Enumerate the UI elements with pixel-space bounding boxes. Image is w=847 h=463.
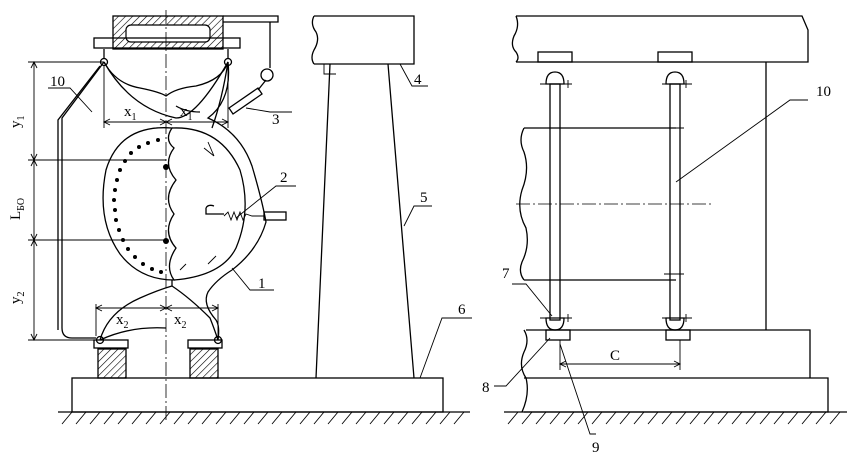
column-detail — [323, 64, 336, 75]
tension-rod-10-outer — [57, 65, 101, 330]
top-bracket — [223, 15, 279, 23]
drum-tick-bottom — [179, 263, 187, 271]
right-top-break — [511, 15, 519, 63]
label-x1-left: x1 — [124, 104, 137, 123]
column-break — [311, 15, 319, 65]
top-beam-flange — [93, 37, 241, 49]
left-support-cap — [93, 339, 129, 349]
label-5: 5 — [420, 190, 428, 206]
upper-clamp-lower — [103, 61, 229, 119]
label-x2-left: x2 — [116, 312, 129, 331]
leader-8 — [494, 337, 551, 387]
rod-left — [549, 83, 561, 321]
spring-anchor — [263, 211, 287, 221]
column-head-4 — [314, 15, 415, 65]
right-top-pad-right — [657, 51, 693, 63]
leader-4 — [399, 63, 428, 87]
leader-6 — [419, 317, 472, 379]
labels: 10 3 2 1 4 5 6 10 7 8 9 x1 x1 x2 x2 y1 L… — [8, 72, 831, 456]
hook-top-left — [545, 71, 565, 85]
label-8: 8 — [482, 380, 490, 396]
dimension-y-left — [28, 60, 166, 342]
label-3: 3 — [272, 112, 280, 128]
label-2: 2 — [280, 170, 288, 186]
base-plate — [71, 377, 444, 413]
leader-2 — [235, 185, 296, 219]
column-body-5 — [315, 63, 415, 379]
dotted-arc — [112, 138, 163, 274]
label-y2: y2 — [8, 292, 27, 305]
tension-rod-10 — [61, 61, 105, 339]
label-10-left: 10 — [50, 74, 65, 90]
frame-arm-right — [211, 61, 229, 129]
label-x2-right: x2 — [174, 312, 187, 331]
center-point-lower — [163, 238, 169, 244]
pivot-bottom-right — [213, 335, 223, 345]
ground-hatch-left — [58, 411, 470, 425]
right-support-cap — [187, 339, 223, 349]
right-top-pad-left — [537, 51, 573, 63]
actuator-rod — [257, 79, 267, 91]
frame-arc-right — [206, 61, 267, 271]
label-9: 9 — [592, 440, 600, 456]
right-support-block — [189, 348, 219, 379]
drum-right-half — [171, 127, 246, 281]
leader-10-right — [675, 99, 808, 183]
leader-9 — [559, 343, 596, 435]
dimension-x1 — [102, 66, 230, 128]
right-platform — [526, 329, 811, 378]
right-base — [524, 377, 829, 413]
drum-side-break — [519, 127, 528, 281]
label-x1-right: x1 — [180, 104, 193, 123]
label-6: 6 — [458, 302, 466, 318]
leader-7 — [512, 283, 553, 317]
hanger-ball — [260, 68, 274, 82]
drum-left-half — [102, 127, 177, 281]
right-view — [494, 15, 847, 435]
label-lbo: LБО — [8, 198, 27, 220]
left-support-block — [97, 348, 127, 379]
pivot-top-right — [223, 57, 233, 67]
hook-top-right — [665, 71, 685, 85]
leader-3 — [245, 107, 292, 113]
label-c: C — [610, 348, 620, 364]
frame-lower-right — [205, 269, 233, 341]
lower-clamp — [99, 285, 219, 341]
spring-hook — [205, 204, 224, 215]
bottom-pad-left — [545, 329, 571, 341]
label-1: 1 — [258, 276, 266, 292]
right-top-beam — [516, 15, 809, 63]
rod-right — [669, 83, 681, 321]
hook-top-pins — [540, 80, 692, 88]
drum-side-edges — [524, 127, 676, 281]
right-base-break — [520, 329, 528, 413]
left-view — [28, 10, 472, 425]
ground-hatch-right — [504, 411, 847, 425]
bottom-pad-right — [665, 329, 691, 341]
leader-10-left — [48, 87, 93, 113]
drum-tick-upper — [203, 141, 215, 157]
label-y1: y1 — [8, 116, 27, 129]
hook-bottom-pins — [540, 314, 692, 322]
label-7: 7 — [502, 266, 510, 282]
leader-5 — [403, 205, 432, 227]
rod-clamps — [664, 124, 684, 280]
top-beam-inner — [125, 24, 211, 43]
lower-clamp-inner — [99, 327, 167, 341]
actuator-3 — [228, 87, 263, 115]
drum-tick-lower — [207, 255, 217, 265]
leader-1 — [231, 267, 274, 291]
center-point-upper — [163, 164, 169, 170]
label-10-right: 10 — [816, 84, 831, 100]
upper-clamp-detail — [175, 105, 201, 113]
dimension-x2 — [94, 304, 220, 336]
label-4: 4 — [414, 72, 422, 88]
upper-clamp-outline — [103, 61, 229, 97]
